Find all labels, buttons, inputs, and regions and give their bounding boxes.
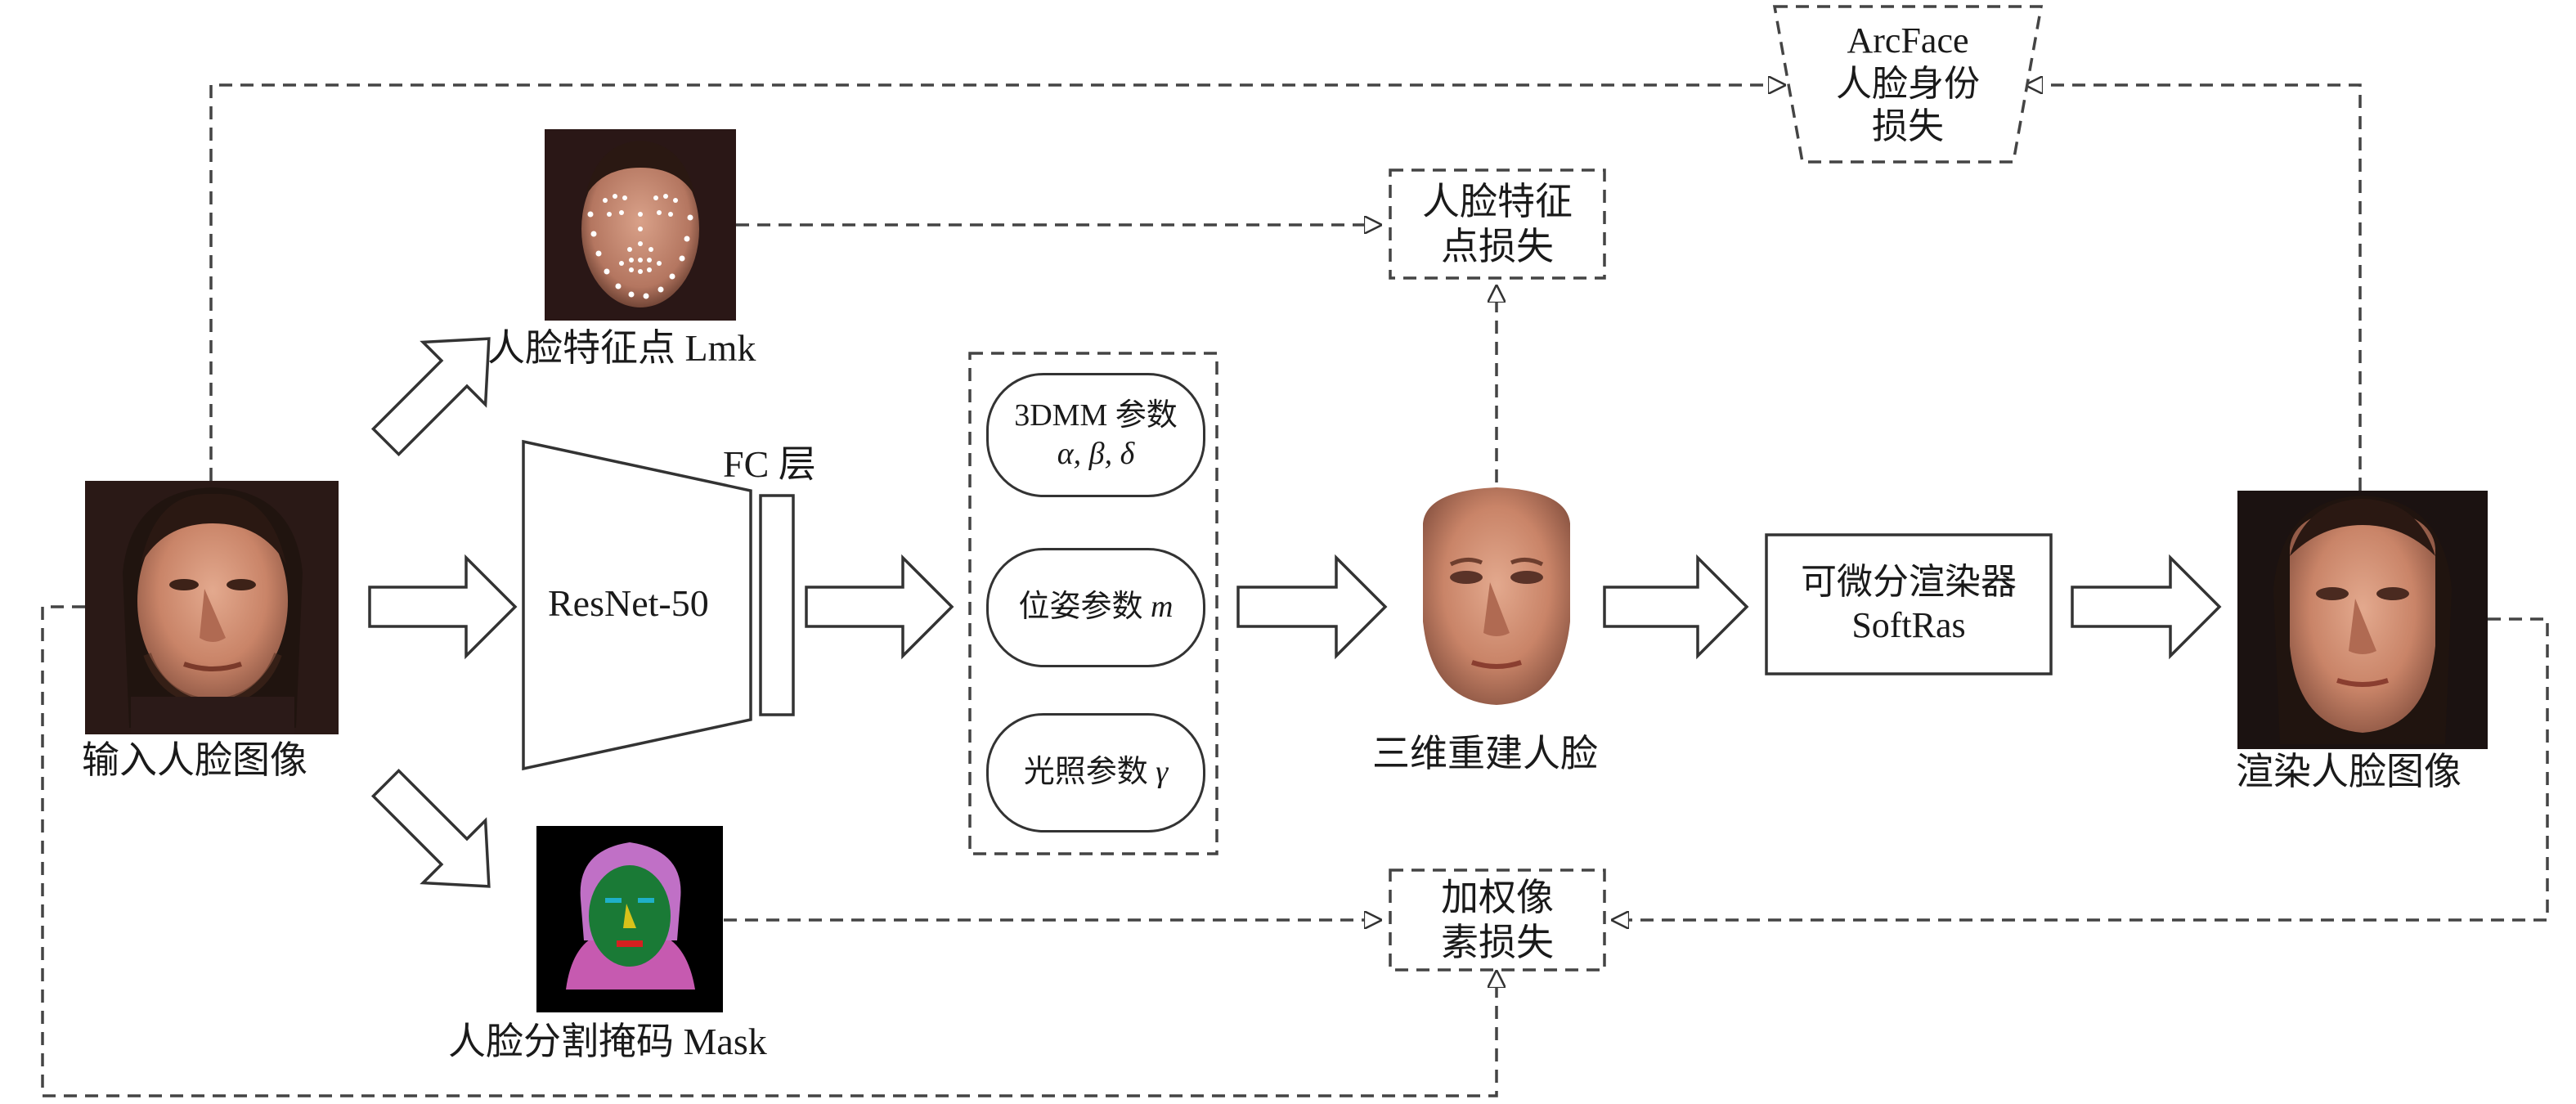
path-input-to-pixel-loss — [41, 605, 1497, 1097]
landmark-face-photo — [545, 129, 736, 321]
reconstructed-3d-face — [1423, 487, 1570, 705]
input-face-photo — [85, 481, 339, 734]
arcface-loss-box — [1772, 5, 2044, 164]
arrow-input-to-network — [368, 554, 518, 660]
param-3dmm: 3DMM 参数 α, β, δ — [986, 373, 1205, 497]
mask-label: 人脸分割掩码 Mask — [448, 1021, 767, 1062]
fc-layer-bar — [759, 494, 795, 716]
arrow-input-to-landmarks — [370, 337, 491, 457]
landmark-loss-box — [1389, 168, 1606, 280]
param-3dmm-symbols: α, β, δ — [1057, 437, 1135, 471]
renderer-box — [1765, 533, 2053, 675]
fc-layer-label: FC 层 — [723, 443, 816, 485]
arrow-renderer-to-rendered — [2071, 554, 2222, 660]
path-input-to-arcface — [209, 85, 1784, 481]
recon-face-label: 三维重建人脸 — [1372, 733, 1598, 774]
arcface-loss-text: ArcFace 人脸身份 损失 — [1775, 8, 2041, 160]
param-light: 光照参数 γ — [986, 713, 1205, 832]
landmark-loss-line1: 人脸特征 — [1422, 180, 1573, 222]
pixel-loss-box — [1389, 868, 1606, 972]
arrow-recon-to-renderer — [1603, 554, 1749, 660]
param-light-text: 光照参数 — [1023, 755, 1148, 790]
arcface-loss-line2: 人脸身份 — [1836, 63, 1980, 104]
rendered-image-label: 渲染人脸图像 — [2236, 751, 2462, 792]
resnet-trapezoid — [522, 439, 752, 771]
param-light-symbol: γ — [1156, 755, 1169, 790]
path-rendered-to-pixel-loss — [1613, 617, 2549, 920]
param-pose-text: 位姿参数 — [1018, 590, 1143, 625]
param-pose: 位姿参数 m — [986, 548, 1205, 667]
renderer-title: 可微分渲染器 — [1801, 562, 2017, 603]
arcface-loss-line1: ArcFace — [1847, 20, 1969, 61]
landmark-loss-text: 人脸特征 点损失 — [1390, 170, 1604, 278]
pixel-loss-line1: 加权像 — [1441, 876, 1554, 918]
resnet-label: ResNet-50 — [548, 582, 709, 624]
arcface-loss-line3: 损失 — [1872, 106, 1944, 147]
param-pose-symbol: m — [1151, 590, 1174, 625]
arrow-input-to-mask — [370, 768, 491, 888]
param-3dmm-title: 3DMM 参数 — [1014, 397, 1178, 433]
rendered-face-photo — [2237, 491, 2488, 749]
segmentation-mask-image — [536, 826, 723, 1012]
renderer-name: SoftRas — [1851, 605, 1966, 645]
landmarks-label: 人脸特征点 Lmk — [487, 327, 756, 369]
path-rendered-to-arcface — [2026, 85, 2362, 491]
renderer-text: 可微分渲染器 SoftRas — [1766, 535, 2051, 674]
pixel-loss-line2: 素损失 — [1441, 922, 1554, 963]
landmark-loss-line2: 点损失 — [1441, 226, 1554, 267]
arrow-fc-to-params — [805, 554, 954, 660]
pixel-loss-text: 加权像 素损失 — [1390, 870, 1604, 970]
arrow-params-to-recon — [1236, 554, 1388, 660]
input-image-label: 输入人脸图像 — [82, 739, 307, 781]
